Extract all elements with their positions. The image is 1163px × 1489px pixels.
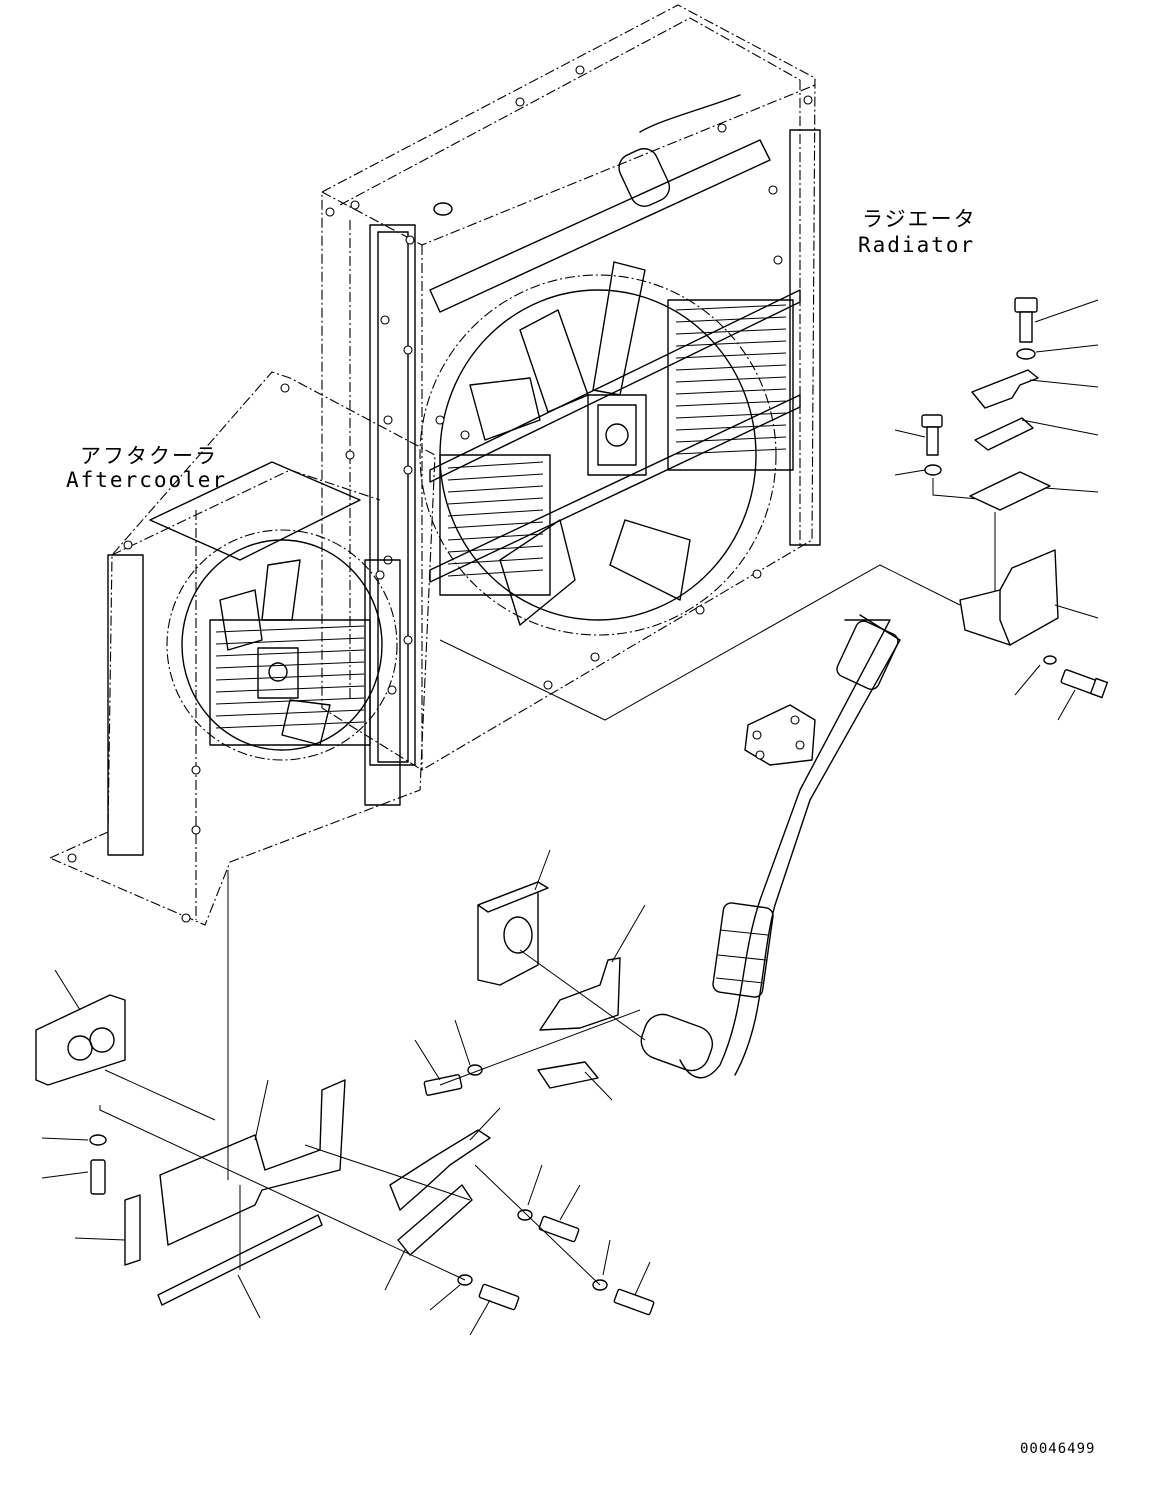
radiator-label-japanese: ラジエータ [862, 207, 977, 231]
fastener-set-lower [89, 1064, 655, 1316]
aftercooler-tube [640, 614, 901, 1079]
aftercooler-frame-bolts [67, 383, 397, 923]
callout-leaders [41, 299, 1099, 1336]
drawing-number: 00046499 [1020, 1441, 1096, 1457]
bracket-stack-top-right [921, 297, 1109, 699]
aftercooler-label-japanese: アフタクーラ [80, 444, 218, 468]
radiator-core-fins-left [447, 461, 544, 577]
radiator-label: Radiator [858, 233, 976, 257]
aftercooler-label: Aftercooler [66, 468, 228, 492]
tube-bracket-holes [752, 715, 805, 760]
radiator-core-fins-right [675, 304, 787, 455]
assembly-guide-lines [99, 564, 961, 1286]
radiator-frame-bolts [325, 65, 813, 690]
radiator-assembly [321, 4, 821, 771]
aftercooler-assembly [48, 371, 436, 926]
aftercooler-core-fins [215, 625, 365, 729]
lower-parts [35, 881, 655, 1316]
